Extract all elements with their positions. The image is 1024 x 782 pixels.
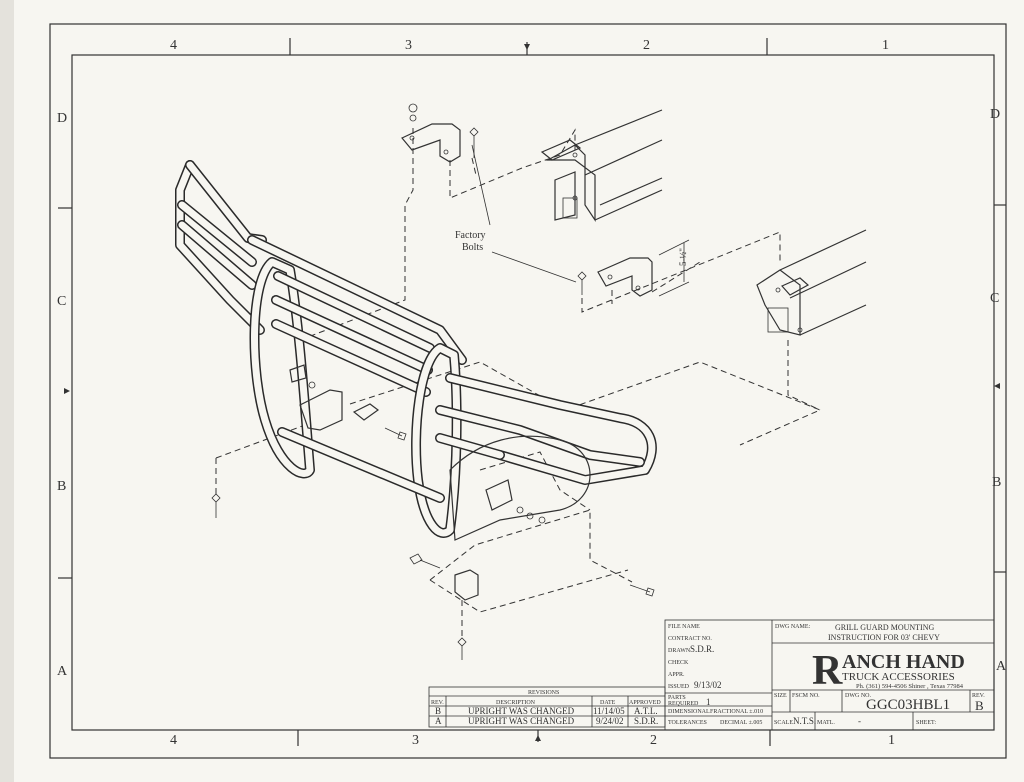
rev-header-description: DESCRIPTION — [496, 700, 536, 706]
grill-guard — [175, 160, 657, 541]
zone-col-top-3: 2 — [643, 38, 650, 53]
zone-row-left-4: A — [57, 664, 68, 679]
zone-ticks — [58, 38, 1006, 746]
tolerances-label: TOLERANCES — [668, 720, 707, 726]
company-sub: TRUCK ACCESSORIES — [842, 671, 955, 683]
rev-row-1-approved: A.T.L. — [634, 706, 658, 716]
rev-header-date: DATE — [600, 700, 616, 706]
zone-col-bottom-1: 4 — [170, 733, 177, 748]
rev-row-1-date: 11/14/05 — [593, 706, 625, 716]
rev-row-1-description: UPRIGHT WAS CHANGED — [468, 706, 575, 716]
zone-row-right-1: D — [990, 107, 1000, 122]
revisions-table: REVISIONS REV. DESCRIPTION DATE APPROVED… — [428, 686, 666, 728]
zone-row-right-4: A — [996, 659, 1007, 674]
factory-bolts-callout: Factory Bolts — [455, 144, 577, 283]
revisions-title: REVISIONS — [528, 690, 559, 696]
matl-value: - — [858, 716, 861, 726]
parts-label: PARTS — [668, 695, 686, 701]
zone-row-left-2: C — [57, 294, 66, 309]
dimension-label: 5-½" — [678, 248, 688, 266]
issued-label: ISSUED — [668, 684, 690, 690]
check-label: CHECK — [668, 660, 689, 666]
zone-col-bottom-3: 2 — [650, 733, 657, 748]
center-arrows — [64, 44, 1000, 741]
assembly-lines — [215, 128, 822, 636]
zone-col-bottom-2: 3 — [412, 733, 419, 748]
fractional-label: FRACTIONAL ±.010 — [710, 709, 763, 715]
rev-row-2-approved: S.D.R. — [634, 716, 658, 726]
inner-border — [71, 54, 995, 731]
drawn-value: S.D.R. — [690, 644, 714, 654]
company-name: ANCH HAND — [842, 651, 965, 673]
title-block: FILE NAME CONTRACT NO. DRAWN S.D.R. CHEC… — [664, 619, 995, 731]
rev-header-approved: APPROVED — [629, 700, 661, 706]
dwg-no-label: DWG NO. — [845, 693, 871, 699]
appr-label: APPR. — [668, 672, 685, 678]
company-initial: R — [812, 648, 843, 694]
bracket-lower-left — [454, 569, 479, 601]
scan-edge — [0, 0, 14, 782]
callout-bolts: Bolts — [462, 242, 483, 253]
outer-border — [49, 23, 1007, 759]
fscm-label: FSCM NO. — [792, 693, 820, 699]
contract-no-label: CONTRACT NO. — [668, 636, 712, 642]
parts-required-value: 1 — [706, 697, 711, 707]
issued-value: 9/13/02 — [694, 680, 722, 690]
dwg-name-line2: INSTRUCTION FOR 03' CHEVY — [828, 633, 940, 642]
zone-col-top-4: 1 — [882, 38, 889, 53]
zone-col-bottom-4: 1 — [888, 733, 895, 748]
zone-row-left-1: D — [57, 111, 67, 126]
bracket-upper — [401, 123, 461, 163]
rev-header-rev: REV. — [431, 700, 444, 706]
zone-col-top-1: 4 — [170, 38, 177, 53]
zone-row-left-3: B — [57, 479, 66, 494]
zone-row-right-2: C — [990, 291, 999, 306]
hardware — [211, 103, 655, 660]
callout-factory: Factory — [455, 230, 486, 241]
rev-value: B — [975, 698, 984, 713]
scale-value: N.T.S. — [793, 716, 816, 726]
frame-rail-lower — [756, 229, 867, 336]
dwg-name-line1: GRILL GUARD MOUNTING — [835, 623, 934, 632]
frame-rail-upper — [540, 109, 663, 222]
bracket-small-center — [352, 403, 380, 421]
rev-row-2-rev: A — [435, 716, 442, 726]
size-label: SIZE — [774, 693, 787, 699]
dimensional-label: DIMENSIONAL — [668, 709, 710, 715]
matl-label: MATL. — [817, 720, 835, 726]
file-name-label: FILE NAME — [668, 624, 700, 630]
rev-row-1-rev: B — [435, 706, 441, 716]
dwg-no-value: GGC03HBL1 — [866, 697, 950, 713]
company-contact: Ph. (361) 594-4506 Shiner , Texas 77984 — [856, 683, 964, 690]
dimension-mark: 5-½" — [658, 239, 690, 297]
dwg-name-label: DWG NAME: — [775, 624, 810, 630]
rev-row-2-date: 9/24/02 — [596, 716, 624, 726]
bracket-middle — [597, 257, 653, 297]
sheet-label: SHEET: — [916, 720, 936, 726]
rev-row-2-description: UPRIGHT WAS CHANGED — [468, 716, 575, 726]
rev-label: REV. — [972, 693, 985, 699]
decimal-label: DECIMAL ±.005 — [720, 720, 762, 726]
zone-row-right-3: B — [992, 475, 1001, 490]
zone-col-top-2: 3 — [405, 38, 412, 53]
required-label: REQUIRED — [668, 701, 699, 707]
scale-label: SCALE — [774, 720, 793, 726]
drawn-label: DRAWN — [668, 648, 691, 654]
